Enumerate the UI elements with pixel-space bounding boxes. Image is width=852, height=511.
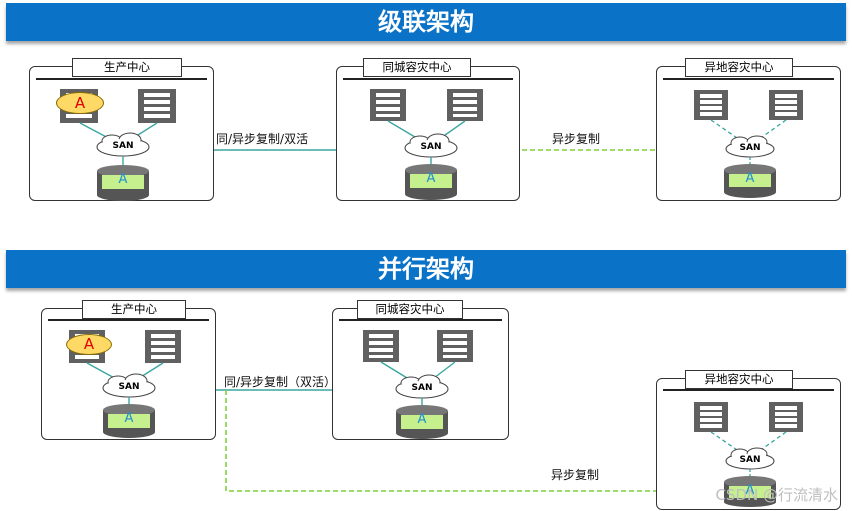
cascade-sync-link-label: 同/异步复制/双活 (216, 132, 309, 146)
site-divider (663, 389, 834, 391)
site-label: 同城容灾中心 (363, 58, 471, 77)
parallel-metro-dr-center: 同城容灾中心 (332, 300, 509, 440)
parallel-async-link-label: 异步复制 (551, 468, 600, 482)
san-label: SAN (411, 383, 433, 393)
parallel-sync-link-label: 同/异步复制（双活） (224, 375, 337, 389)
san-label: SAN (112, 141, 134, 151)
volume-label: A (417, 412, 427, 427)
san-label: SAN (420, 142, 442, 152)
server-icon (694, 90, 728, 120)
server-icon (138, 89, 176, 123)
san-cloud-icon (102, 373, 156, 398)
san-cloud-icon (395, 374, 449, 399)
san-cloud-icon (725, 135, 775, 158)
storage-disk-icon (97, 165, 149, 201)
site-label: 同城容灾中心 (357, 300, 463, 319)
storage-disk-icon (405, 164, 457, 200)
cascade-async-link-label: 异步复制 (552, 132, 601, 146)
server-icon (769, 402, 803, 432)
cascade-production-center: 生产中心 (29, 58, 214, 201)
server-icon (145, 330, 181, 363)
san-label: SAN (118, 382, 140, 392)
site-divider (48, 319, 209, 321)
san-label: SAN (739, 455, 761, 465)
site-divider (36, 78, 207, 80)
san-cloud-icon (725, 447, 775, 470)
site-divider (343, 78, 513, 80)
app-badge-letter: A (83, 335, 95, 353)
volume-label: A (745, 171, 755, 186)
site-label: 异地容灾中心 (685, 58, 793, 77)
server-icon (437, 330, 473, 362)
server-icon (769, 90, 803, 120)
parallel-remote-dr-center: 异地容灾中心 (656, 370, 841, 510)
server-icon (694, 402, 728, 432)
storage-disk-icon (103, 404, 155, 438)
site-divider (339, 319, 502, 321)
site-label: 生产中心 (82, 300, 186, 319)
app-badge: A (56, 92, 104, 114)
server-icon (447, 89, 483, 121)
storage-disk-icon (724, 476, 776, 507)
server-icon (363, 330, 399, 362)
volume-label: A (124, 411, 134, 426)
storage-disk-icon (724, 164, 776, 198)
cascade-title-banner: 级联架构 (6, 3, 846, 41)
watermark: CSDN @行流清水 (715, 486, 838, 504)
san-cloud-icon (404, 133, 458, 158)
parallel-title-banner: 并行架构 (6, 250, 846, 288)
site-label: 生产中心 (72, 58, 182, 77)
site-divider (663, 78, 834, 80)
volume-label: A (426, 171, 436, 186)
app-badge-letter: A (74, 94, 86, 112)
volume-label: A (745, 483, 755, 498)
server-icon (370, 89, 406, 121)
app-badge: A (66, 334, 112, 355)
site-label: 异地容灾中心 (685, 370, 793, 389)
san-label: SAN (739, 143, 761, 153)
volume-label: A (118, 172, 128, 187)
storage-disk-icon (396, 405, 448, 439)
